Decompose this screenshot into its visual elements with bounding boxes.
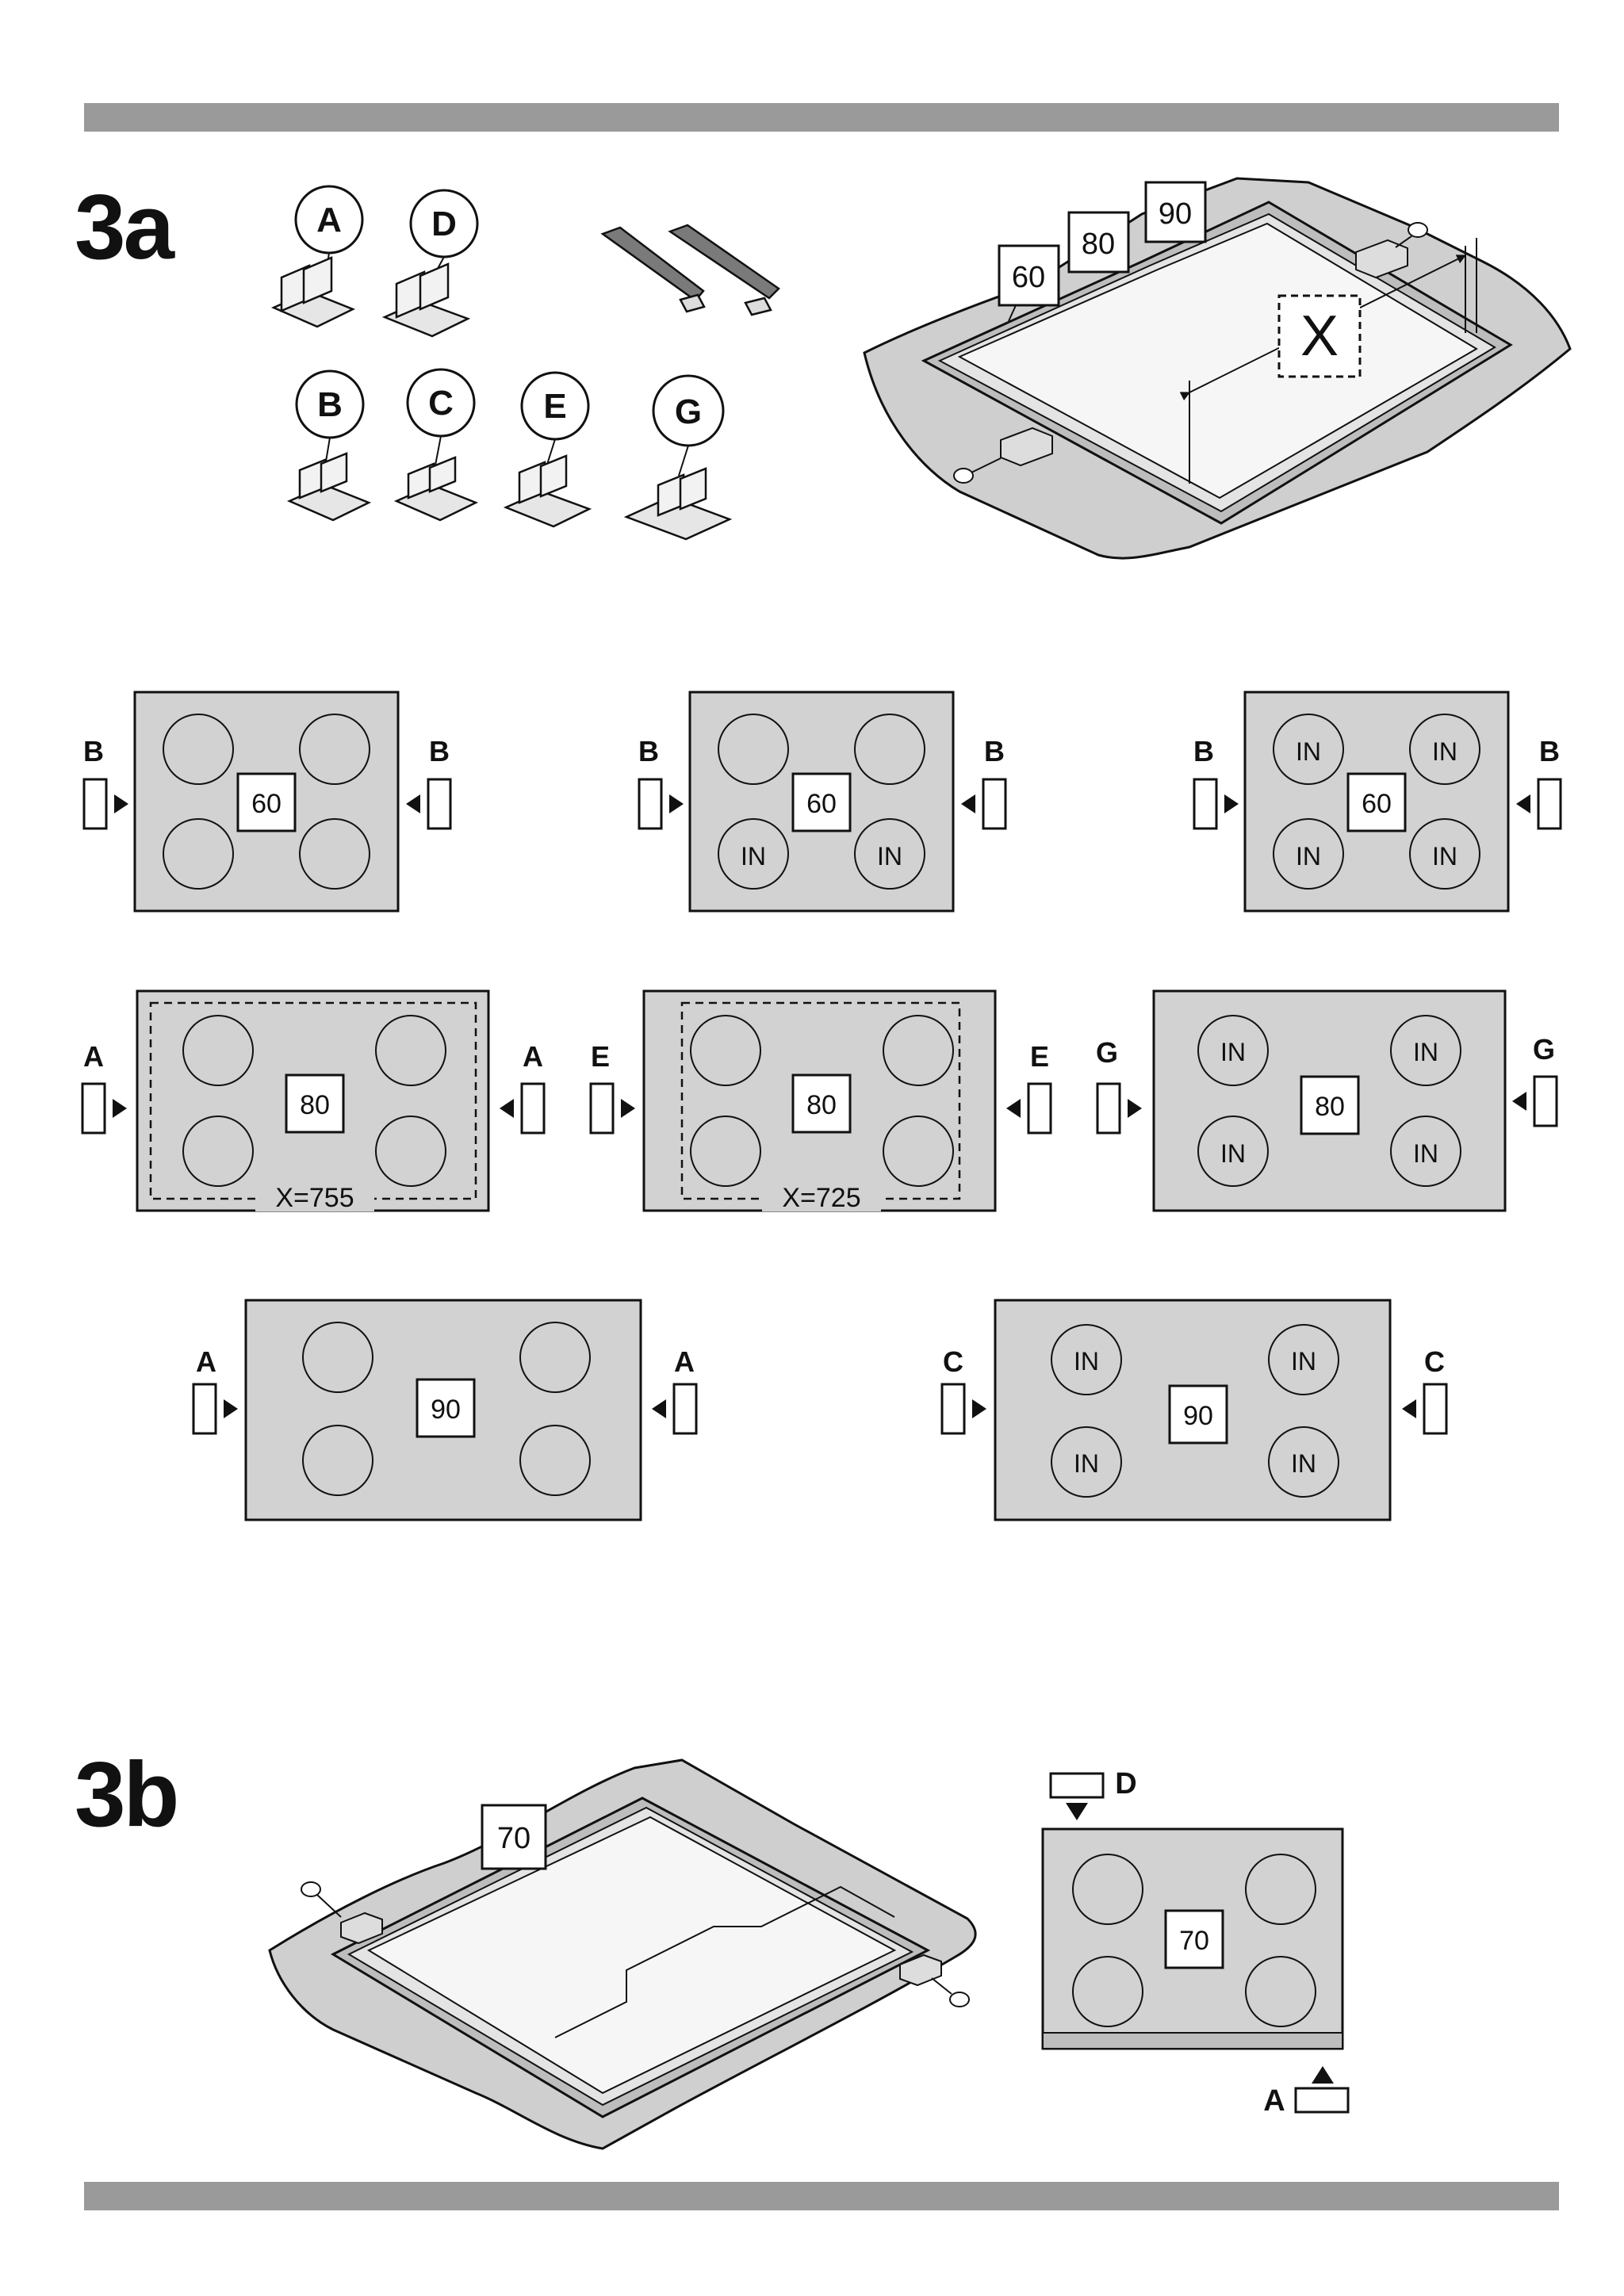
cutout-width-note: X=725	[782, 1183, 860, 1213]
clip-label-left: A	[196, 1345, 216, 1378]
clip-label-top: D	[1115, 1767, 1136, 1800]
clip-label-left: B	[83, 735, 104, 767]
induction-zone-label: IN	[1432, 737, 1457, 766]
hob-h60-mixed: IN IN 60 B B	[638, 691, 1007, 913]
part-G: G	[623, 374, 733, 541]
clip-label-left: G	[1096, 1036, 1118, 1069]
induction-zone-label: IN	[741, 842, 766, 871]
hob-size: 80	[1315, 1092, 1345, 1122]
induction-zone-label: IN	[1074, 1347, 1099, 1376]
dimension-marker-x: X	[1300, 304, 1339, 368]
hob-size: 90	[431, 1395, 461, 1425]
hob-h80-e: 80 X=725 E E	[589, 989, 1052, 1213]
part-D: D	[381, 189, 479, 338]
hob-h80-g: IN IN IN IN 80 G G	[1096, 989, 1558, 1212]
screw-icon	[301, 1881, 342, 1918]
clip-label-left: A	[83, 1040, 104, 1073]
hob-size: 60	[806, 789, 837, 819]
part-B-label: B	[317, 385, 343, 424]
clip-label-right: E	[1030, 1040, 1049, 1073]
part-E-label: E	[543, 387, 566, 426]
part-A-label: A	[316, 201, 342, 239]
iso-size-70: 70	[497, 1822, 530, 1855]
cutout-width-note: X=755	[275, 1183, 354, 1213]
clip-label-bottom: A	[1263, 2084, 1285, 2118]
induction-zone-label: IN	[1413, 1038, 1438, 1066]
section-label-3b: 3b	[75, 1743, 179, 1846]
hob-size: 70	[1179, 1926, 1209, 1956]
top-bar	[84, 103, 1559, 132]
induction-zone-label: IN	[1432, 842, 1457, 871]
clip-label-left: C	[943, 1345, 963, 1378]
hob-h90-c: IN IN IN IN 90 C C	[940, 1299, 1448, 1521]
part-A: A	[270, 185, 364, 328]
section-label-3a: 3a	[75, 175, 174, 278]
clip-label-right: A	[523, 1040, 543, 1073]
screw-icon	[953, 457, 1002, 484]
hob-h60-plain: 60 B B	[82, 691, 452, 913]
induction-zone-label: IN	[1220, 1038, 1246, 1066]
hob-h70: D 70 A	[1041, 1767, 1350, 2118]
bottom-bar	[84, 2182, 1559, 2210]
clip-label-left: E	[591, 1040, 610, 1073]
clip-label-right: G	[1533, 1033, 1555, 1066]
hob-h60-induction: IN IN IN IN 60 B B	[1193, 691, 1562, 913]
iso-worktop-3b: 70	[268, 1758, 977, 2150]
clip-label-left: B	[638, 735, 659, 767]
sealing-strips	[600, 224, 780, 316]
part-E: E	[503, 371, 592, 528]
induction-zone-label: IN	[877, 842, 902, 871]
clip-label-left: B	[1193, 735, 1214, 767]
hob-size: 80	[300, 1090, 330, 1120]
induction-zone-label: IN	[1074, 1449, 1099, 1478]
part-B: B	[286, 369, 372, 522]
clip-label-right: A	[674, 1345, 695, 1378]
hob-h90-a: 90 A A	[192, 1299, 698, 1521]
clip-label-right: B	[1539, 735, 1560, 767]
hob-h80-a: 80 X=755 A A	[81, 989, 546, 1213]
induction-zone-label: IN	[1291, 1347, 1316, 1376]
induction-zone-label: IN	[1220, 1139, 1246, 1168]
induction-zone-label: IN	[1296, 737, 1321, 766]
iso-size-80: 80	[1082, 228, 1115, 261]
induction-zone-label: IN	[1413, 1139, 1438, 1168]
part-C-label: C	[428, 384, 454, 423]
iso-size-90: 90	[1159, 197, 1192, 231]
hob-size: 60	[251, 789, 282, 819]
screw-icon	[1395, 222, 1428, 248]
clip-label-right: B	[429, 735, 450, 767]
hob-size: 80	[806, 1090, 837, 1120]
screw-icon	[931, 1977, 970, 2007]
hob-size: 90	[1183, 1401, 1213, 1431]
induction-zone-label: IN	[1296, 842, 1321, 871]
part-G-label: G	[675, 392, 702, 431]
induction-zone-label: IN	[1291, 1449, 1316, 1478]
part-D-label: D	[431, 205, 457, 243]
hob-size: 60	[1362, 789, 1392, 819]
iso-worktop-3a: X 60 80 90	[863, 177, 1572, 560]
clip-label-right: B	[984, 735, 1005, 767]
clip-label-right: C	[1424, 1345, 1445, 1378]
part-C: C	[393, 368, 479, 522]
iso-size-60: 60	[1012, 261, 1045, 294]
